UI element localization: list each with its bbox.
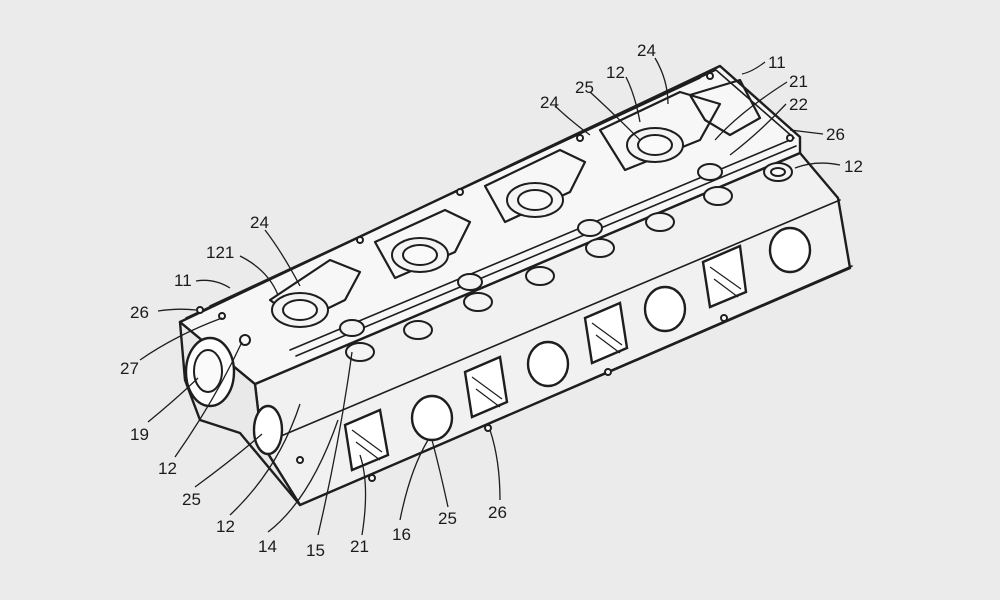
top-features: [196, 72, 797, 362]
label-26-bottom: 26: [488, 503, 507, 522]
label-11-top: 11: [768, 53, 786, 72]
label-16: 16: [392, 525, 411, 544]
label-22: 22: [789, 95, 808, 114]
end-port-inner: [193, 349, 223, 393]
leader-lines: [139, 57, 841, 536]
end-lower-bore: [252, 404, 284, 456]
side-bottom-line: [299, 265, 853, 506]
label-11-left: 11: [174, 271, 192, 290]
label-12-top: 12: [606, 63, 625, 82]
label-19: 19: [130, 425, 149, 444]
label-24-mid: 24: [540, 93, 559, 112]
label-27: 27: [120, 359, 139, 378]
label-12-right: 12: [844, 157, 863, 176]
label-15: 15: [306, 541, 325, 560]
label-25-bottom: 25: [438, 509, 457, 528]
label-26-right: 26: [826, 125, 845, 144]
label-121: 121: [206, 243, 234, 262]
side-step-line: [261, 199, 841, 445]
label-26-left: 26: [130, 303, 149, 322]
label-12-bottom: 12: [216, 517, 235, 536]
label-21-bottom: 21: [350, 537, 369, 556]
label-21-top: 21: [789, 72, 808, 91]
side-ports: [239, 226, 812, 482]
label-25-top: 25: [575, 78, 594, 97]
label-12-lower: 12: [158, 459, 177, 478]
label-25-lower: 25: [182, 490, 201, 509]
label-24-left: 24: [250, 213, 269, 232]
label-14: 14: [258, 537, 277, 556]
reference-numerals: 24 11 12 25 21 24 22 26 12 24 121 11 26 …: [120, 41, 863, 560]
label-24-top: 24: [637, 41, 656, 60]
